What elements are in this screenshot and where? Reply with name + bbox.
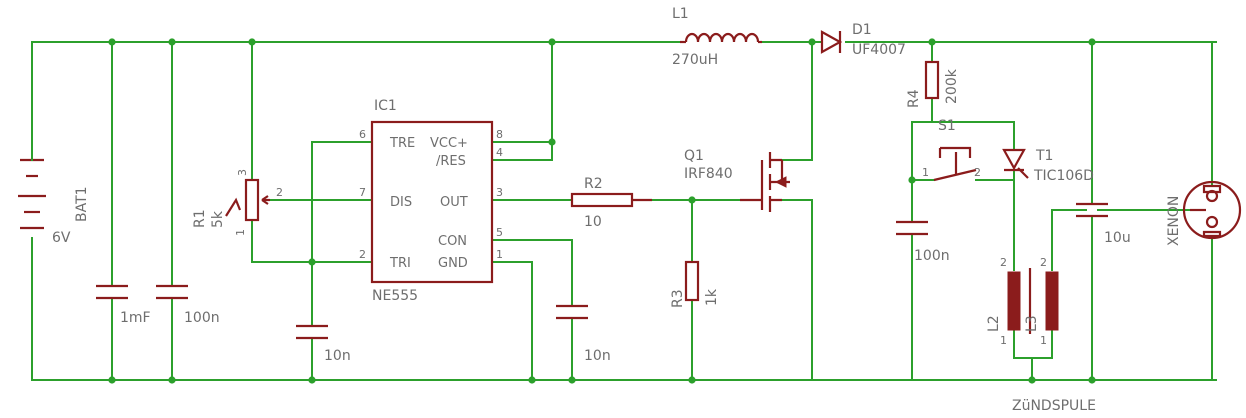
ic1-pin-tre: TRE xyxy=(389,136,415,151)
thyristor-t1: T1 TIC106D xyxy=(1002,148,1094,184)
r2-value: 10 xyxy=(584,214,602,230)
junctions xyxy=(108,38,1096,384)
xenon-flash-tube: XENON xyxy=(1166,180,1242,246)
r3-value: 1k xyxy=(704,288,720,306)
xenon-label: XENON xyxy=(1166,196,1182,246)
ic1-pinnum-3: 3 xyxy=(496,186,503,199)
ic1-pinnum-5: 5 xyxy=(496,226,503,239)
r1-pin3: 3 xyxy=(236,169,249,176)
l3-pin2: 2 xyxy=(1040,256,1047,269)
ic1-value: NE555 xyxy=(372,288,418,304)
cap-100n-b-value: 100n xyxy=(914,248,950,264)
r1-pin2: 2 xyxy=(276,186,283,199)
q1-name: Q1 xyxy=(684,148,704,164)
cap-10u-value: 10u xyxy=(1104,230,1131,246)
capacitor-100n-input: 100n xyxy=(156,284,220,326)
potentiometer-r1: 3 2 1 R1 5k xyxy=(192,169,283,236)
capacitor-100n-trigger: 100n xyxy=(896,220,950,264)
r2-name: R2 xyxy=(584,176,603,192)
ic1-pinnum-6: 6 xyxy=(359,128,366,141)
r4-value: 200k xyxy=(944,68,960,104)
switch-s1: S1 1 2 xyxy=(922,118,981,182)
l3-name: L3 xyxy=(1024,315,1040,332)
ic1-pin-res: /RES xyxy=(436,154,466,169)
ic1-pin-gnd: GND xyxy=(438,256,468,271)
ic1-pin-out: OUT xyxy=(440,195,468,210)
t1-value: TIC106D xyxy=(1033,168,1094,184)
r1-value: 5k xyxy=(210,210,226,228)
s1-name: S1 xyxy=(938,118,956,134)
ignition-coil: 2 1 2 1 L2 L3 ZüNDSPULE xyxy=(986,256,1096,414)
r4-name: R4 xyxy=(906,89,922,108)
l2-name: L2 xyxy=(986,315,1002,332)
ic1-pinnum-7: 7 xyxy=(359,186,366,199)
capacitor-10n-timing: 10n xyxy=(296,324,351,364)
s1-pin2: 2 xyxy=(974,166,981,179)
cap-100n-a-value: 100n xyxy=(184,310,220,326)
cap-10n-b-value: 10n xyxy=(584,348,611,364)
resistor-r4: R4 200k xyxy=(906,60,960,108)
ic1-pinnum-8: 8 xyxy=(496,128,503,141)
capacitor-10u: 10u xyxy=(1076,202,1131,246)
battery-bat1: BAT1 6V xyxy=(18,158,90,246)
mosfet-q1: Q1 IRF840 xyxy=(684,148,790,212)
d1-value: UF4007 xyxy=(852,42,906,58)
l3-pin1: 1 xyxy=(1040,334,1047,347)
s1-pin1: 1 xyxy=(922,166,929,179)
ic1-ne555: IC1 NE555 TRE DIS TRI VCC+ /RES OUT CON … xyxy=(359,98,503,304)
inductor-l1: L1 270uH xyxy=(672,6,762,68)
ic1-pinnum-1: 1 xyxy=(496,248,503,261)
ic1-pin-vcc: VCC+ xyxy=(430,136,468,151)
ic1-pin-tri: TRI xyxy=(389,256,411,271)
cap-1mf-value: 1mF xyxy=(120,310,151,326)
ic1-name: IC1 xyxy=(374,98,397,114)
transformer-label: ZüNDSPULE xyxy=(1012,398,1096,414)
t1-name: T1 xyxy=(1035,148,1053,164)
l2-pin1: 1 xyxy=(1000,334,1007,347)
l1-name: L1 xyxy=(672,6,689,22)
ic1-pinnum-2: 2 xyxy=(359,248,366,261)
l1-value: 270uH xyxy=(672,52,718,68)
resistor-r3: R3 1k xyxy=(670,260,720,308)
ic1-pin-dis: DIS xyxy=(390,195,412,210)
diode-d1: D1 UF4007 xyxy=(820,22,906,58)
bat1-value: 6V xyxy=(52,230,71,246)
l2-pin2: 2 xyxy=(1000,256,1007,269)
r3-name: R3 xyxy=(670,289,686,308)
capacitor-10n-control: 10n xyxy=(556,304,611,364)
capacitor-1mf: 1mF xyxy=(96,284,151,326)
ic1-pin-con: CON xyxy=(438,234,467,249)
cap-10n-a-value: 10n xyxy=(324,348,351,364)
q1-value: IRF840 xyxy=(684,166,733,182)
bat1-name: BAT1 xyxy=(74,186,90,222)
r1-name: R1 xyxy=(192,209,208,228)
ic1-pinnum-4: 4 xyxy=(496,146,503,159)
d1-name: D1 xyxy=(852,22,872,38)
resistor-r2: R2 10 xyxy=(570,176,652,230)
r1-pin1: 1 xyxy=(234,229,247,236)
